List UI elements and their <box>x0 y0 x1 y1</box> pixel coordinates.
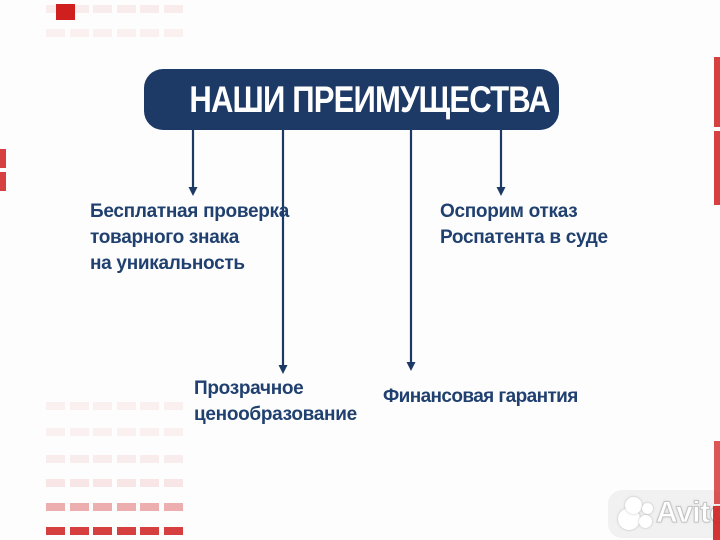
red-edge-mark <box>714 57 720 127</box>
dash-pattern-row <box>46 503 184 511</box>
dash-pattern-row <box>46 5 184 13</box>
header-banner: НАШИ ПРЕИМУЩЕСТВА <box>144 69 559 130</box>
red-edge-mark <box>714 441 720 504</box>
red-edge-mark <box>56 4 75 20</box>
arrow-rospatent-court-appeal <box>496 129 506 196</box>
advantage-line: Бесплатная проверка <box>90 201 290 222</box>
advantage-line: на уникальность <box>90 253 245 274</box>
dash-pattern-row <box>46 29 184 37</box>
red-edge-mark <box>0 149 6 168</box>
arrow-free-trademark-check <box>188 129 198 196</box>
advantage-line: Роспатента в суде <box>440 227 608 248</box>
dash-pattern-row <box>46 479 184 487</box>
dash-pattern-row <box>46 402 184 410</box>
red-edge-mark <box>714 131 720 205</box>
advantage-line: ценообразование <box>194 404 357 425</box>
red-edge-mark <box>713 506 720 540</box>
dash-pattern-row <box>46 428 184 436</box>
red-edge-mark <box>0 172 6 191</box>
advantage-free-trademark-check: Бесплатная проверка товарного знака на у… <box>90 199 289 277</box>
advantage-rospatent-court-appeal: Оспорим отказ Роспатента в суде <box>440 199 608 251</box>
arrow-financial-guarantee <box>406 129 416 371</box>
avito-watermark: Avito <box>608 490 720 538</box>
advantage-financial-guarantee: Финансовая гарантия <box>383 384 578 410</box>
watermark-text: Avito <box>655 496 720 530</box>
page-title: НАШИ ПРЕИМУЩЕСТВА <box>189 78 550 120</box>
advantage-line: Оспорим отказ <box>440 201 578 222</box>
advantage-line: Прозрачное <box>194 378 304 399</box>
dash-pattern-row <box>46 527 184 535</box>
advantage-transparent-pricing: Прозрачное ценообразование <box>194 376 357 428</box>
advantage-line: Финансовая гарантия <box>383 386 578 407</box>
avito-logo-icon <box>642 503 653 514</box>
avito-logo-icon <box>639 515 652 528</box>
advantage-line: товарного знака <box>90 227 239 248</box>
dash-pattern-row <box>46 455 184 463</box>
avito-logo-icon <box>625 497 642 514</box>
